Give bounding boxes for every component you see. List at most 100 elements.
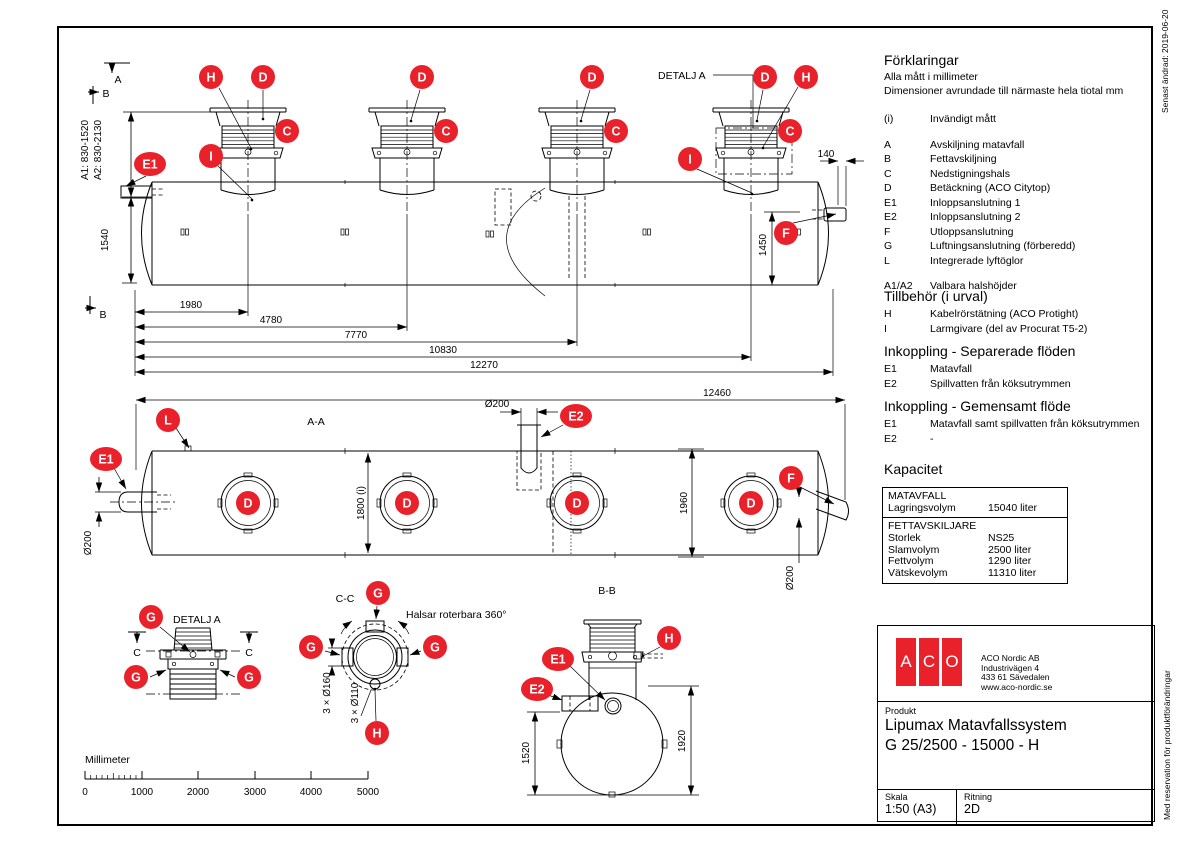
dim-12270: 12270 — [470, 360, 498, 371]
product-model: G 25/2500 - 15000 - H — [885, 737, 1040, 754]
section-letter-b-bottom: B — [99, 309, 106, 321]
title-block-product-row: Produkt Lipumax Matavfallssystem G 25/25… — [878, 701, 1154, 789]
title-block-scale-row: Skala 1:50 (A3) Ritning 2D — [878, 789, 1154, 824]
capacity-panel: Kapacitet — [884, 461, 1154, 480]
dim-4780: 4780 — [260, 315, 283, 326]
dim-7770: 7770 — [345, 330, 368, 341]
marker-l: L — [156, 408, 180, 432]
connection-item: E2- — [884, 432, 934, 445]
ruler-tick-3000: 3000 — [244, 787, 267, 798]
marker-d: D — [410, 65, 434, 89]
ruler-title: Millimeter — [85, 754, 130, 766]
svg-text:H: H — [664, 632, 673, 646]
marker-g: G — [124, 665, 148, 689]
dim-a2: A2: 830-2130 — [93, 120, 104, 180]
svg-text:D: D — [417, 71, 426, 85]
product-label: Produkt — [885, 706, 917, 716]
marker-d: D — [395, 491, 419, 515]
marker-h: H — [794, 65, 818, 89]
last-modified-note: Senast ändrad: 2019-06-20 — [1160, 9, 1170, 114]
scale-ruler: 0 1000 2000 3000 4000 5000 Millimeter — [82, 754, 379, 798]
dim-1520: 1520 — [521, 741, 532, 764]
marker-h: H — [365, 721, 389, 745]
marker-d: D — [739, 491, 763, 515]
svg-text:D: D — [572, 497, 581, 511]
dim-10830: 10830 — [429, 345, 457, 356]
capacity-section-header: FETTAVSKILJARE — [888, 520, 977, 533]
side-elevation-view — [120, 74, 864, 376]
svg-text:L: L — [164, 414, 172, 428]
capacity-section-header: MATAVFALL — [888, 490, 947, 502]
dim-1980: 1980 — [180, 300, 203, 311]
dim-3x110: 3 × Ø110 — [350, 682, 361, 723]
ruler-tick-1000: 1000 — [131, 787, 154, 798]
dim-o200-e1: Ø200 — [83, 530, 94, 555]
dim-o200-e2: Ø200 — [485, 399, 510, 410]
balloon-markers: H D D D D H C C C C E1 I I F L E1 E2 F D… — [90, 65, 818, 745]
dim-140: 140 — [818, 149, 835, 160]
svg-text:H: H — [801, 71, 810, 85]
marker-g: G — [423, 635, 447, 659]
svg-text:D: D — [258, 71, 267, 85]
section-letter-a: A — [114, 74, 121, 86]
svg-text:G: G — [244, 671, 254, 685]
ruler-tick-5000: 5000 — [357, 787, 380, 798]
dim-1450: 1450 — [758, 233, 769, 256]
view-label-aa: A-A — [307, 416, 325, 428]
view-label-cc: C-C — [336, 593, 355, 605]
section-cc-view — [324, 605, 422, 722]
marker-d: D — [753, 65, 777, 89]
svg-text:C: C — [611, 125, 620, 139]
drawing-type-value: 2D — [964, 802, 980, 816]
marker-e2: E2 — [521, 677, 553, 701]
dim-3x160: 3 × Ø160 — [322, 672, 333, 714]
svg-text:D: D — [746, 497, 755, 511]
note-rotatable-necks: Halsar roterbara 360° — [406, 609, 507, 621]
svg-text:E1: E1 — [550, 653, 565, 667]
section-cut-arrows — [85, 62, 130, 314]
svg-text:D: D — [402, 497, 411, 511]
svg-text:E1: E1 — [142, 158, 157, 172]
ruler-tick-4000: 4000 — [300, 787, 323, 798]
legend-note-2: Dimensioner avrundade till närmaste hela… — [884, 84, 1124, 97]
svg-text:C: C — [441, 125, 450, 139]
product-name: Lipumax Matavfallssystem — [885, 717, 1067, 734]
scale-cell: Skala 1:50 (A3) — [878, 790, 956, 824]
legend-title: Förklaringar — [884, 52, 959, 68]
legend-panel: Förklaringar Alla mått i millimeter Dime… — [884, 52, 1154, 294]
svg-text:F: F — [782, 227, 790, 241]
dim-1920: 1920 — [677, 729, 688, 752]
aco-logo-letter: O — [942, 638, 962, 686]
marker-c: C — [604, 119, 628, 143]
svg-text:I: I — [688, 153, 691, 167]
svg-text:C: C — [282, 125, 291, 139]
dim-1960: 1960 — [679, 491, 690, 514]
marker-g: G — [139, 605, 163, 629]
svg-text:D: D — [243, 497, 252, 511]
svg-text:G: G — [430, 641, 440, 655]
marker-d: D — [580, 65, 604, 89]
ruler-tick-0: 0 — [82, 787, 88, 798]
section-letter-c-right: C — [245, 647, 253, 659]
aco-logo-letter: C — [919, 638, 939, 686]
reservation-note: Med reservation för produktförändringar — [1162, 670, 1172, 820]
drawing-type-cell: Ritning 2D — [956, 790, 1154, 824]
company-address: ACO Nordic AB Industrivägen 4 433 61 Säv… — [981, 653, 1053, 692]
marker-f: F — [779, 466, 803, 490]
